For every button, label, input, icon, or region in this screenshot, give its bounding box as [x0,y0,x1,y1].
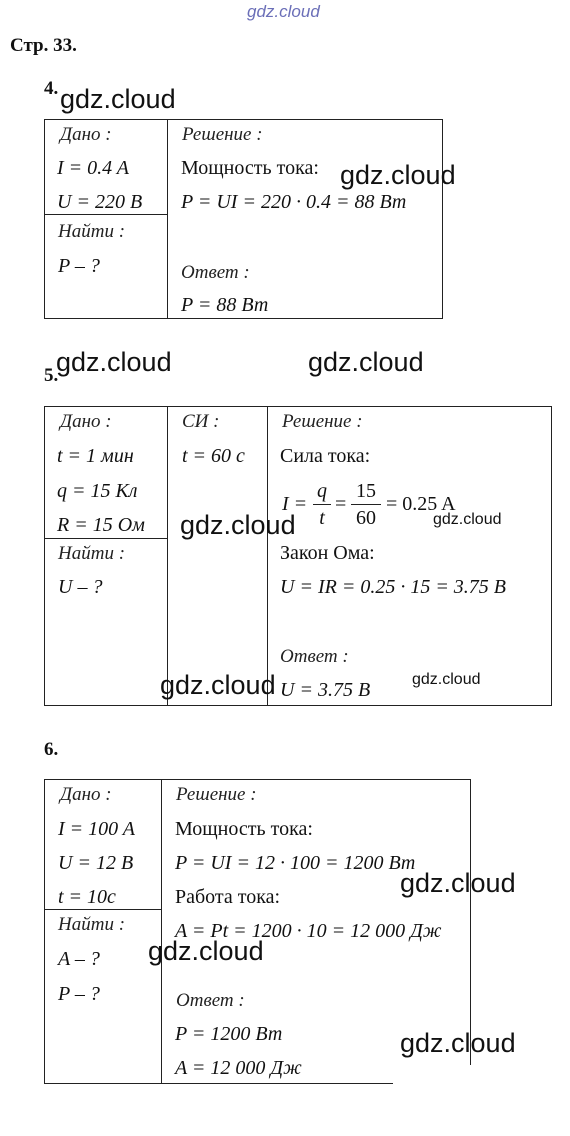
given-item: t = 1 мин [57,445,134,467]
answer-label: Ответ : [176,990,245,1011]
given-item: R = 15 Ом [57,514,145,536]
given-find-divider [44,214,167,215]
solution-line: U = IR = 0.25 · 15 = 3.75 В [280,576,507,598]
table-border-bottom [44,705,551,706]
find-item: P – ? [58,983,100,1005]
find-item: U – ? [58,576,103,598]
si-label: СИ : [182,411,220,432]
table-border-bottom [44,318,442,319]
si-item: t = 60 с [182,445,245,467]
solution-line: Работа тока: [175,886,281,908]
find-label: Найти : [58,221,126,242]
solution-label: Решение : [282,411,363,432]
formula-result: = 0.25 A [386,493,456,515]
fraction-bar [313,504,331,505]
fraction-denominator: t [319,507,325,529]
problem-number: 5. [44,365,59,386]
given-item: I = 100 A [58,818,136,840]
table-border-left [44,779,45,1084]
column-divider [161,779,162,1084]
watermark: gdz.cloud [400,1028,516,1058]
column-divider [167,119,168,319]
answer-line: P = 1200 Вт [175,1023,283,1045]
find-item: P – ? [58,255,100,277]
formula-lhs: I = [282,493,308,515]
watermark: gdz.cloud [433,511,502,528]
given-label: Дано : [60,784,112,805]
solution-label: Решение : [176,784,257,805]
find-label: Найти : [58,543,126,564]
top-watermark: gdz.cloud [247,2,320,21]
given-item: U = 12 В [58,852,134,874]
fraction-q-over-t: q t [313,481,331,528]
page-label: Стр. 33. [10,35,77,56]
given-item: I = 0.4 A [57,157,130,179]
answer-label: Ответ : [181,262,250,283]
solution-line: Закон Ома: [280,542,375,564]
column-divider [267,406,268,706]
table-border-top [44,406,551,407]
table-border-top [44,779,470,780]
column-divider [167,406,168,706]
table-border-right [470,779,471,1065]
table-border-left [44,119,45,319]
watermark: gdz.cloud [412,671,481,688]
watermark: gdz.cloud [160,670,276,700]
given-find-divider [44,538,167,539]
given-item: t = 10с [58,886,116,908]
table-border-right [442,119,443,319]
watermark: gdz.cloud [340,160,456,190]
watermark: gdz.cloud [56,347,172,377]
solution-line: A = Pt = 1200 · 10 = 12 000 Дж [175,920,442,942]
given-label: Дано : [60,411,112,432]
find-label: Найти : [58,914,126,935]
problem-number: 6. [44,739,59,760]
watermark: gdz.cloud [180,510,296,540]
solution-line: P = UI = 220 · 0.4 = 88 Вт [181,191,407,213]
answer-line: P = 88 Вт [181,294,269,316]
solution-line: Сила тока: [280,445,371,467]
fraction-15-over-60: 15 60 [351,481,381,528]
solution-line: Мощность тока: [181,157,319,179]
answer-line: A = 12 000 Дж [175,1057,302,1079]
solution-label: Решение : [182,124,263,145]
watermark: gdz.cloud [400,868,516,898]
table-border-left [44,406,45,706]
answer-line: U = 3.75 В [280,679,371,701]
watermark: gdz.cloud [148,936,264,966]
watermark: gdz.cloud [60,84,176,114]
fraction-numerator: q [317,480,327,502]
table-border-top [44,119,442,120]
given-item: U = 220 В [57,191,143,213]
watermark: gdz.cloud [308,347,424,377]
answer-label: Ответ : [280,646,349,667]
given-label: Дано : [60,124,112,145]
solution-line: P = UI = 12 · 100 = 1200 Вт [175,852,416,874]
problem-number: 4. [44,78,59,99]
fraction-denominator: 60 [356,507,376,529]
table-border-bottom [44,1083,393,1084]
given-item: q = 15 Кл [57,480,138,502]
solution-line: Мощность тока: [175,818,313,840]
given-find-divider [44,909,161,910]
fraction-numerator: 15 [356,480,376,502]
formula-equals: = [335,493,347,515]
table-border-right [551,406,552,706]
find-item: A – ? [58,948,100,970]
fraction-bar [351,504,381,505]
